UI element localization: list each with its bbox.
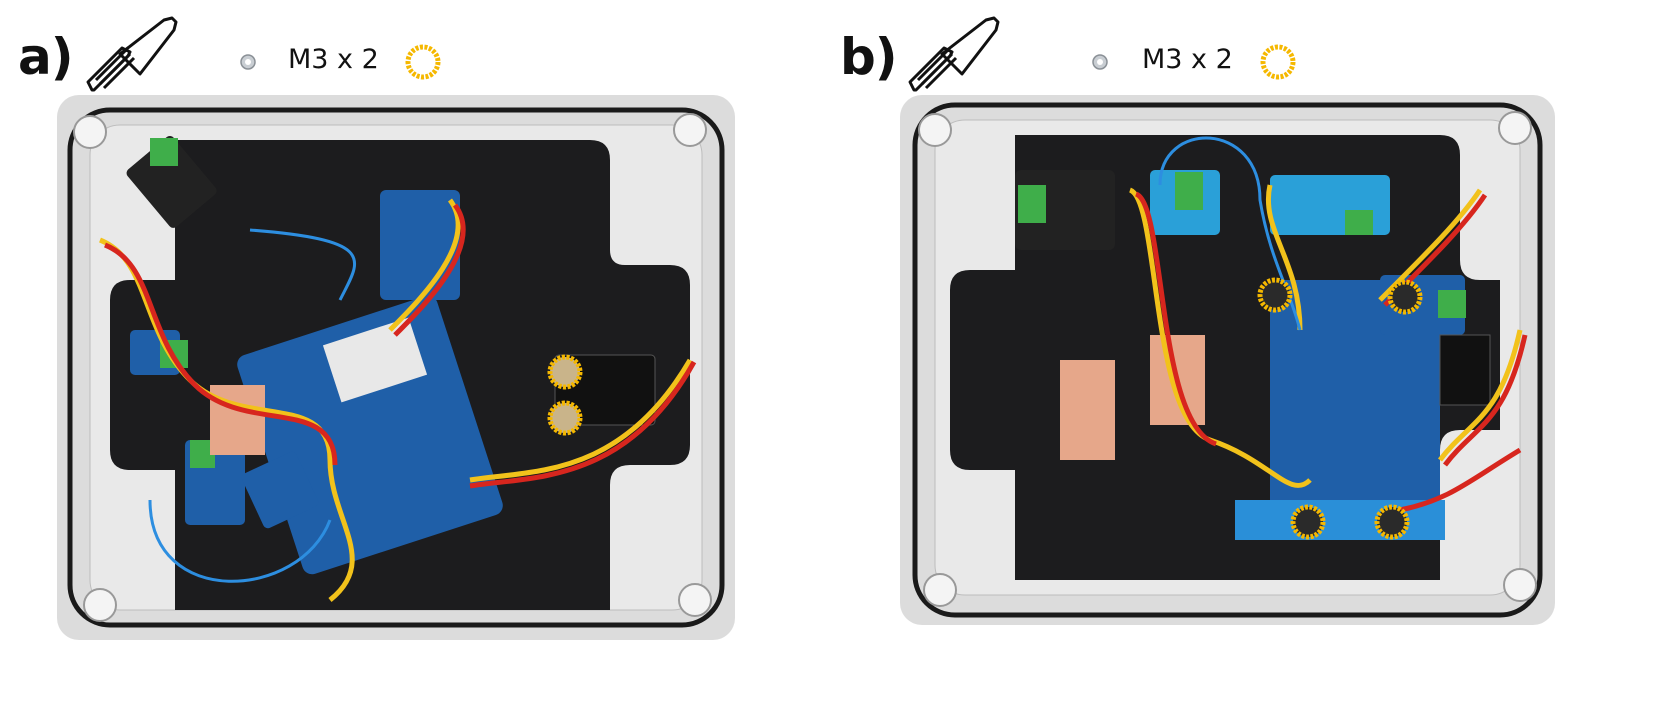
panel-a [57, 16, 735, 640]
yellow-ring-icon [405, 44, 441, 80]
panel-a-label: a) [18, 28, 74, 86]
enclosure-a [57, 95, 735, 640]
m3-nut-icon [1092, 54, 1108, 70]
panel-b [900, 16, 1555, 625]
nut-highlight-ring [547, 354, 583, 436]
panel-b-quantity: M3 x 2 [1142, 44, 1233, 75]
electronics-boards [1015, 136, 1528, 540]
screwdriver-icon [86, 16, 178, 92]
enclosure-b [900, 95, 1555, 625]
nut-highlight-ring [1257, 277, 1423, 540]
electronics-boards [99, 135, 697, 602]
m3-nut-icon [240, 54, 256, 70]
panel-a-quantity: M3 x 2 [288, 44, 379, 75]
yellow-ring-icon [1260, 44, 1296, 80]
panel-b-label: b) [840, 28, 898, 86]
screwdriver-icon [908, 16, 1000, 92]
